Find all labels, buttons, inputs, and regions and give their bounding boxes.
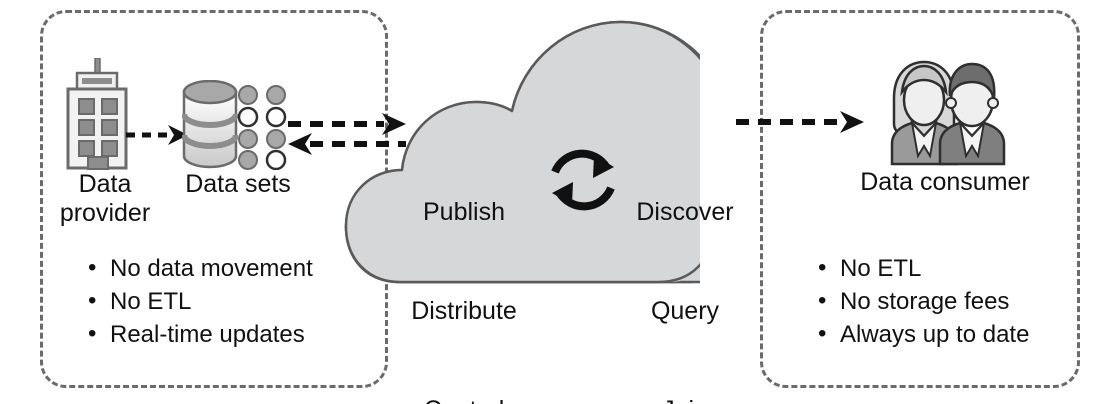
list-item: No ETL	[88, 284, 313, 318]
arrow-building-to-datasets	[126, 122, 188, 148]
list-item: No storage fees	[818, 284, 1029, 318]
list-item: No ETL	[818, 251, 1029, 285]
data-provider-label: Data provider	[59, 170, 151, 227]
arrow-cloud-to-datasets	[288, 132, 406, 156]
data-dot-grid-icon	[236, 84, 290, 171]
arrow-datasets-to-cloud	[288, 112, 406, 136]
cloud-consumer-operations: Discover Query Join Enrich	[630, 130, 740, 404]
two-people-icon	[878, 58, 1014, 168]
cloud-op-discover: Discover	[636, 198, 734, 226]
circular-sync-arrows-icon	[545, 142, 621, 218]
list-item: Always up to date	[818, 317, 1029, 351]
list-item: Real-time updates	[88, 317, 313, 351]
list-item: No data movement	[88, 251, 313, 285]
office-building-icon	[62, 57, 132, 170]
cloud-op-control: Control	[410, 394, 518, 404]
consumer-benefits-list: No ETL No storage fees Always up to date	[818, 251, 1029, 351]
data-consumer-label: Data consumer	[860, 168, 1030, 196]
arrow-cloud-to-consumer	[736, 110, 864, 134]
cloud-provider-operations: Publish Distribute Control Update	[410, 130, 518, 404]
cloud-op-distribute: Distribute	[411, 297, 517, 325]
data-sets-label: Data sets	[185, 170, 291, 198]
cloud-op-query: Query	[650, 297, 720, 325]
data-consumer-panel	[760, 10, 1080, 388]
database-cylinder-icon	[181, 79, 239, 170]
data-cloud	[340, 14, 700, 290]
cloud-op-publish: Publish	[423, 198, 505, 226]
cloud-op-join: Join	[630, 394, 740, 404]
provider-benefits-list: No data movement No ETL Real-time update…	[88, 251, 313, 351]
